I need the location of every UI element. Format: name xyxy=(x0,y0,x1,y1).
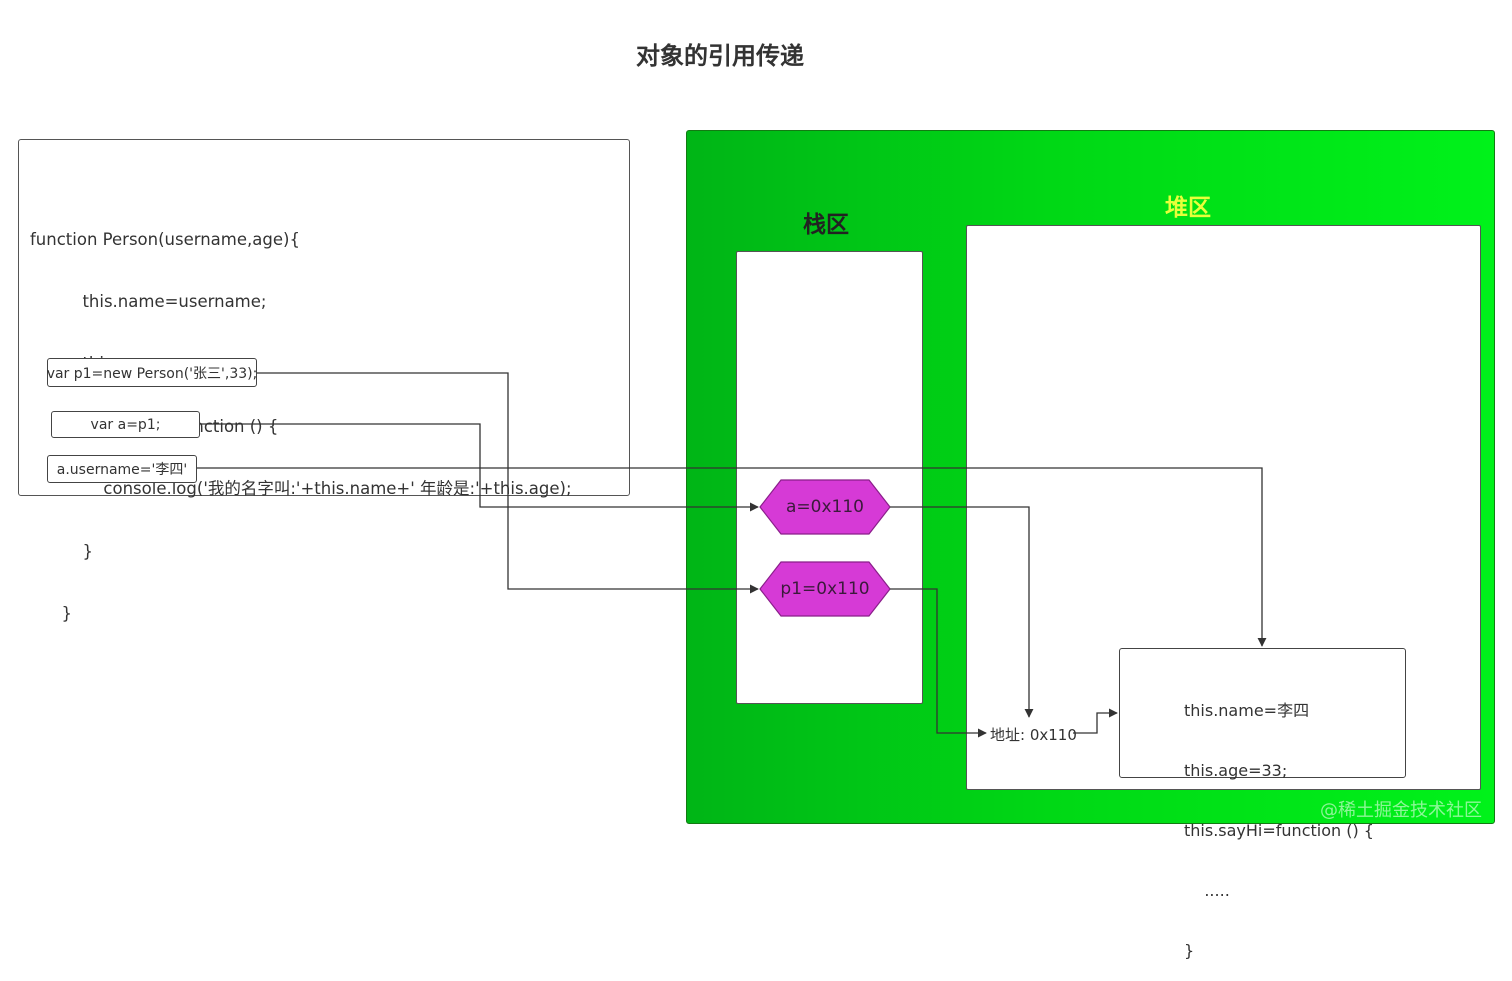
object-line: this.name=李四 xyxy=(1184,701,1310,720)
code-line: } xyxy=(30,603,72,623)
heap-object xyxy=(1119,648,1406,778)
connector-assign-to-object xyxy=(197,467,1267,647)
heap-address-label: 地址: 0x110 xyxy=(990,726,1077,744)
object-line: } xyxy=(1184,941,1195,960)
connector-a-to-address xyxy=(890,506,1034,718)
code-line: console.log('我的名字叫:'+this.name+' 年龄是:'+t… xyxy=(30,479,572,499)
stack-item-p1: p1=0x110 xyxy=(780,579,870,599)
connector-p1-to-stack xyxy=(257,372,759,594)
diagram-title: 对象的引用传递 xyxy=(636,42,804,70)
code-line: this.name=username; xyxy=(30,291,267,311)
connector-layer xyxy=(197,372,1267,738)
statement-assign-username: a.username='李四' xyxy=(47,455,197,483)
heap-region-title: 堆区 xyxy=(1165,195,1211,221)
connector-address-to-object xyxy=(1073,708,1118,734)
object-line: this.sayHi=function () { xyxy=(1184,821,1374,840)
code-line: function Person(username,age){ xyxy=(30,229,300,249)
statement-new-p1: var p1=new Person('张三',33); xyxy=(47,358,257,387)
statement-a-equals-p1: var a=p1; xyxy=(51,411,200,438)
connector-p1-to-address xyxy=(890,588,987,738)
stack-region-title: 栈区 xyxy=(803,212,849,238)
connector-a-to-stack xyxy=(200,423,759,512)
stack-region xyxy=(736,251,923,704)
stack-item-a: a=0x110 xyxy=(786,497,864,517)
watermark: @稀土掘金技术社区 xyxy=(1320,800,1482,821)
object-line: ..... xyxy=(1184,881,1230,900)
code-line: } xyxy=(30,541,93,561)
object-line: this.age=33; xyxy=(1184,761,1288,780)
